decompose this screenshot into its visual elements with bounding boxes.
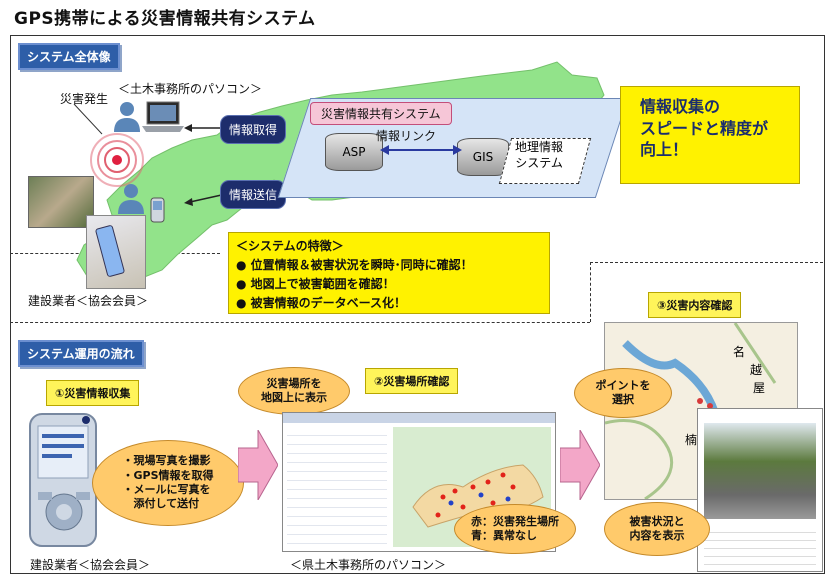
disaster-label: 災害発生 (60, 92, 109, 106)
pointer-line (73, 103, 103, 135)
step2-legend-cloud: 赤：災害発生場所 青：異常なし (454, 504, 576, 554)
system-label: 災害情報共有システム (310, 102, 452, 125)
step3-cloud-bottom: 被害状況と 内容を表示 (604, 502, 710, 556)
phone-device-icon (29, 413, 97, 547)
step1-cloud: ・現場写真を撮影 ・GPS情報を取得 ・メールに写真を 添付して送付 (92, 440, 244, 526)
map-label: 楠 (685, 433, 698, 447)
landslide-photo (28, 176, 94, 228)
feature-item: ● 位置情報＆被害状況を瞬時･同時に確認！ (236, 258, 473, 272)
link-arrow (380, 145, 462, 155)
step2-caption: ＜県土木事務所のパソコン＞ (290, 558, 447, 572)
feature-item: ● 被害情報のデータベース化！ (236, 296, 407, 310)
laptop-icon (142, 101, 184, 132)
benefit-box (620, 86, 800, 184)
phone-photo (86, 215, 146, 289)
step3-cloud-top: ポイントを 選択 (574, 368, 672, 418)
flow-arrow-2 (560, 430, 600, 500)
info-get-badge: 情報取得 (220, 115, 287, 144)
page-title: GPS携帯による災害情報共有システム (14, 9, 316, 29)
user-icon (114, 102, 140, 132)
step1-caption: 建設業者＜協会会員＞ (30, 558, 151, 572)
separator-right-top (590, 262, 823, 263)
separator-right-vert (590, 262, 591, 322)
features-title: ＜システムの特徴＞ (236, 239, 344, 253)
step2-label: ②災害場所確認 (365, 368, 459, 394)
pc-label: ＜土木事務所のパソコン＞ (118, 82, 263, 96)
flow-arrow-1 (238, 430, 278, 500)
geo-system-label: 地理情報 システム (515, 140, 564, 170)
step1-label: ①災害情報収集 (46, 380, 140, 406)
step3-label: ③災害内容確認 (648, 292, 742, 318)
step2-cloud: 災害場所を 地図上に表示 (238, 367, 350, 415)
section-overview-label: システム全体像 (18, 43, 120, 70)
info-send-badge: 情報送信 (220, 180, 287, 209)
gis-server: GIS (457, 138, 509, 176)
detail-panel-thumbnail (697, 408, 823, 572)
map-label: 越 (750, 363, 763, 377)
separator-middle (10, 322, 590, 323)
worker-label: 建設業者＜協会会員＞ (28, 294, 149, 308)
info-link-label: 情報リンク (376, 129, 437, 143)
benefit-text: 情報収集の スピードと精度が 向上！ (640, 97, 769, 160)
features-list: ＜システムの特徴＞ ● 位置情報＆被害状況を瞬時･同時に確認！ ● 地図上で被害… (236, 235, 546, 313)
map-label: 名 (733, 345, 746, 359)
mobile-phone-icon (150, 197, 165, 223)
user-icon-field (118, 184, 144, 214)
diagram-frame (10, 35, 825, 574)
asp-server: ASP (325, 133, 383, 171)
map-label: 屋 (753, 381, 766, 395)
disaster-marker-icon (90, 133, 144, 187)
feature-item: ● 地図上で被害範囲を確認！ (236, 277, 395, 291)
features-box (228, 232, 550, 314)
section-flow-label: システム運用の流れ (18, 340, 144, 367)
step1-notes: ・現場写真を撮影 ・GPS情報を取得 ・メールに写真を 添付して送付 (122, 454, 214, 511)
